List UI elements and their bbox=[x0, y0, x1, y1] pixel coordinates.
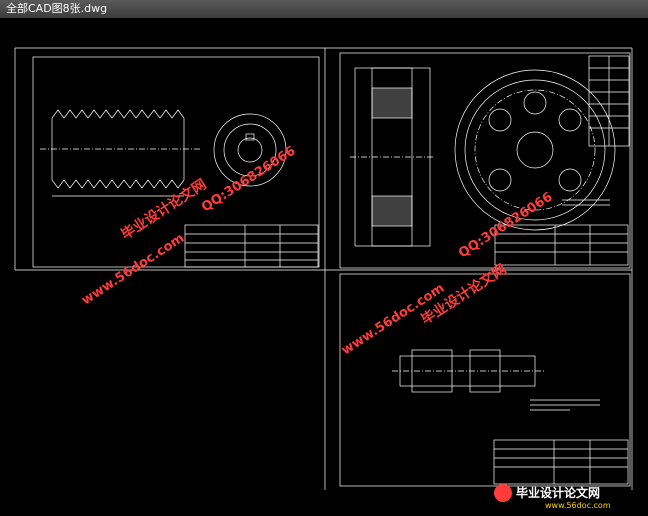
drawing-3-frame bbox=[339, 273, 631, 487]
footer-logo-url: www.56doc.com bbox=[545, 501, 611, 510]
drawing-2-frame bbox=[339, 52, 631, 269]
drawing-1-frame bbox=[32, 56, 320, 268]
drawing-1-title-block bbox=[184, 224, 319, 268]
drawing-3-title-block bbox=[493, 439, 629, 485]
window-title: 全部CAD图8张.dwg bbox=[6, 2, 108, 15]
worm-thread-top bbox=[51, 109, 185, 119]
gear-face-outer bbox=[454, 69, 616, 231]
drawing-2-title-block bbox=[494, 224, 629, 266]
watermark-qq-2: QQ:306826066 bbox=[456, 190, 555, 262]
footer-logo-brand: 毕业设计论文网 bbox=[516, 485, 600, 500]
worm-thread-bottom bbox=[51, 179, 185, 189]
cad-drawing-canvas[interactable]: www.56doc.com QQ:306826066 毕业设计论文网 www.5… bbox=[0, 18, 648, 512]
footer-logo: 毕业设计论文网 www.56doc.com bbox=[494, 484, 611, 510]
watermark-site-1: www.56doc.com bbox=[79, 231, 187, 309]
cad-drawing: www.56doc.com QQ:306826066 毕业设计论文网 www.5… bbox=[14, 47, 633, 510]
window-titlebar: 全部CAD图8张.dwg bbox=[0, 0, 648, 18]
worm-end-circle-outer bbox=[213, 113, 287, 187]
